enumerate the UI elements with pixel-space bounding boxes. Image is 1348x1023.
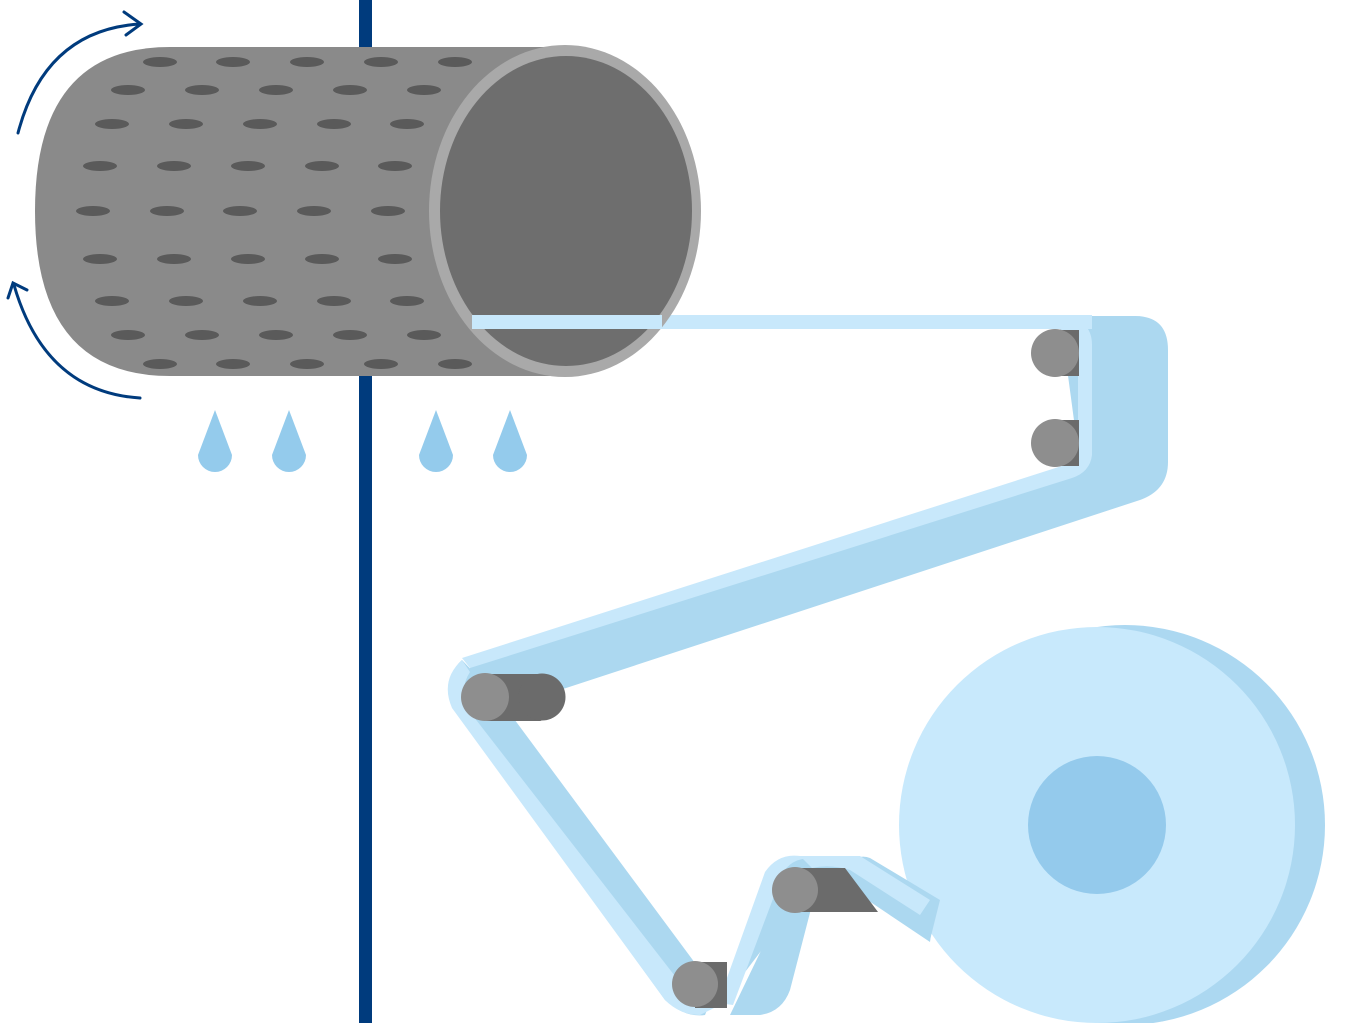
perforation-hole <box>95 119 129 129</box>
perforation-hole <box>290 359 324 369</box>
drum-perforations <box>76 57 472 369</box>
perforation-hole <box>243 296 277 306</box>
perforation-hole <box>259 85 293 95</box>
perforation-hole <box>438 359 472 369</box>
perforation-hole <box>157 254 191 264</box>
rotation-arrow-top-head <box>122 10 144 37</box>
curved-arrow-icon <box>6 10 144 400</box>
drum-inside <box>440 56 692 366</box>
web-segment-right <box>470 316 1168 690</box>
perforation-hole <box>185 85 219 95</box>
perforation-hole <box>438 57 472 67</box>
rotation-arrow-top <box>16 22 142 135</box>
water-drop-icon <box>493 410 527 472</box>
perforation-hole <box>157 161 191 171</box>
perforation-hole <box>364 57 398 67</box>
perforation-hole <box>259 330 293 340</box>
perforation-hole <box>111 330 145 340</box>
perforation-hole <box>378 254 412 264</box>
perforation-hole <box>95 296 129 306</box>
perforation-hole <box>231 161 265 171</box>
water-drop-icon <box>198 410 232 472</box>
water-drops <box>198 410 527 472</box>
perforation-hole <box>305 254 339 264</box>
web-inside-drum <box>472 315 662 329</box>
paper-reel-icon <box>899 625 1325 1023</box>
roller-bottom <box>672 961 727 1008</box>
perforation-hole <box>216 57 250 67</box>
perforation-hole <box>150 206 184 216</box>
web-edge-lower-zig-light <box>718 855 812 1005</box>
roller-left <box>461 673 566 721</box>
perforation-hole <box>407 85 441 95</box>
perforation-hole <box>223 206 257 216</box>
water-drop-icon <box>419 410 453 472</box>
perforated-drum <box>35 45 701 377</box>
reel-core <box>1028 756 1166 894</box>
perforation-hole <box>390 119 424 129</box>
perforation-hole <box>143 57 177 67</box>
rotation-arrow-bottom <box>12 283 142 400</box>
perforation-hole <box>143 359 177 369</box>
perforation-hole <box>76 206 110 216</box>
perforation-hole <box>333 85 367 95</box>
roller-middle <box>772 867 878 913</box>
perforation-hole <box>407 330 441 340</box>
roller-top-2 <box>1031 419 1079 467</box>
roller-top-1 <box>1031 329 1079 377</box>
roller-icon <box>461 329 1079 1008</box>
perforation-hole <box>371 206 405 216</box>
water-drop-icon <box>272 410 306 472</box>
web-to-reel-light <box>800 856 930 915</box>
perforation-hole <box>169 296 203 306</box>
perforation-hole <box>111 85 145 95</box>
perforation-hole <box>390 296 424 306</box>
perforation-hole <box>185 330 219 340</box>
perforation-hole <box>243 119 277 129</box>
perforation-hole <box>317 119 351 129</box>
perforation-hole <box>297 206 331 216</box>
perforation-hole <box>169 119 203 129</box>
perforation-hole <box>378 161 412 171</box>
perforation-hole <box>216 359 250 369</box>
perforation-hole <box>333 330 367 340</box>
perforation-hole <box>317 296 351 306</box>
perforation-hole <box>290 57 324 67</box>
perforation-hole <box>83 254 117 264</box>
perforation-hole <box>83 161 117 171</box>
perforation-hole <box>364 359 398 369</box>
perforation-hole <box>305 161 339 171</box>
perforation-hole <box>231 254 265 264</box>
rotation-arrow-bottom-head <box>6 280 29 300</box>
